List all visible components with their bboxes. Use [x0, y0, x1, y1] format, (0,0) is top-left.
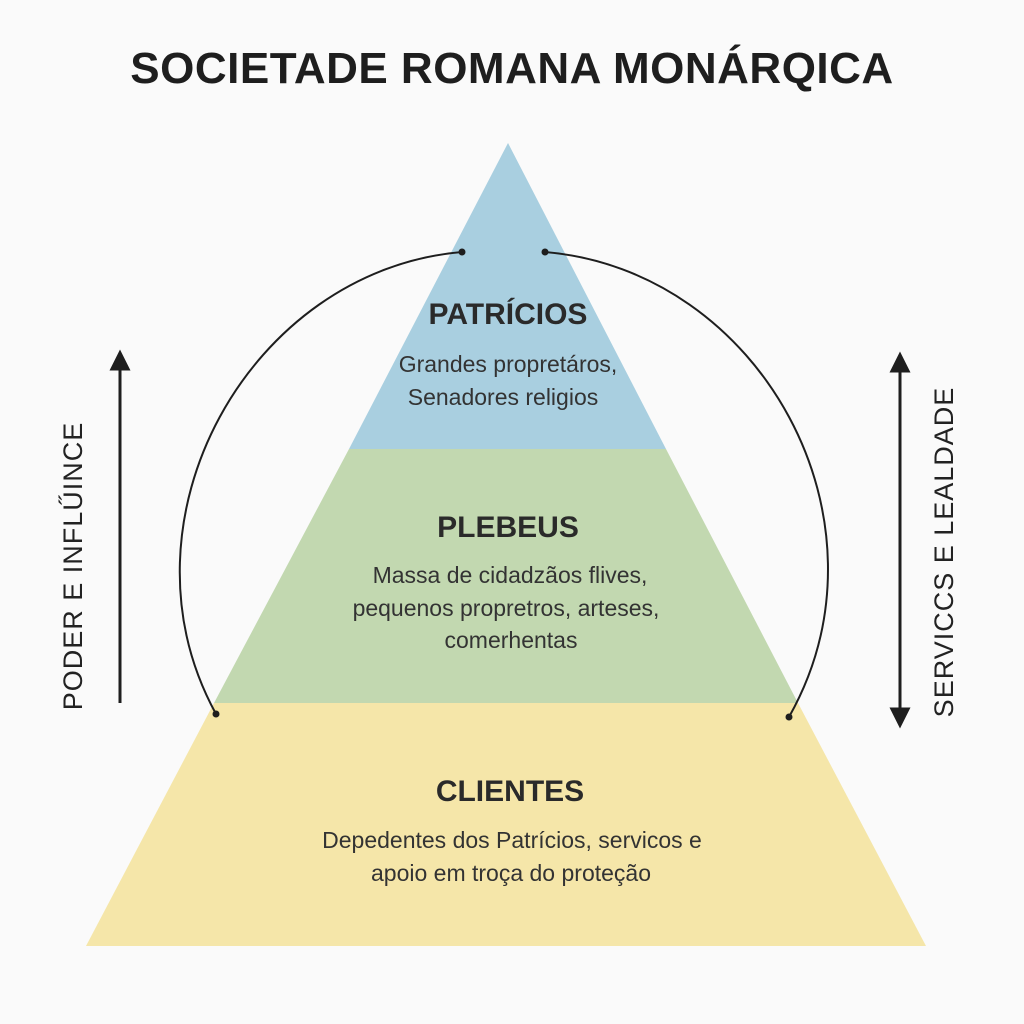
connector-dot — [458, 248, 466, 256]
tier-clientes-desc-line-2: apoio em troça do proteção — [371, 860, 651, 886]
connector-dot — [541, 248, 549, 256]
left-connector-curve — [178, 251, 463, 715]
connector-dot — [785, 713, 793, 721]
tier-patricios-desc-line-2: Senadores religios — [408, 384, 599, 410]
right-arrow-label: SERVICCS E LEALDADE — [929, 387, 959, 718]
tier-plebeus-shape — [214, 449, 798, 703]
tier-plebeus-name: PLEBEUS — [437, 511, 579, 544]
tier-patricios-desc-line-1: Grandes propretáros, — [399, 351, 618, 377]
tier-clientes-name: CLIENTES — [436, 775, 584, 808]
left-arrow-label: PODER E INFLŰINCE — [57, 422, 88, 711]
tier-plebeus-desc-line-1: Massa de cidadzãos flives, — [373, 562, 648, 588]
tier-clientes-desc-line-1: Depedentes dos Patrícios, servicos e — [322, 827, 702, 853]
tier-plebeus-desc-line-3: comerhentas — [445, 627, 578, 653]
tier-clientes-shape — [86, 703, 926, 946]
tier-plebeus-desc-line-2: pequenos propretros, arteses, — [353, 595, 660, 621]
tier-patricios-shape — [349, 143, 666, 449]
connector-dot — [212, 710, 220, 718]
diagram-title: SOCIETADE ROMANA MONÁRQICA — [130, 44, 894, 93]
tier-patricios-name: PATRÍCIOS — [429, 297, 588, 331]
right-connector-curve — [544, 251, 829, 718]
